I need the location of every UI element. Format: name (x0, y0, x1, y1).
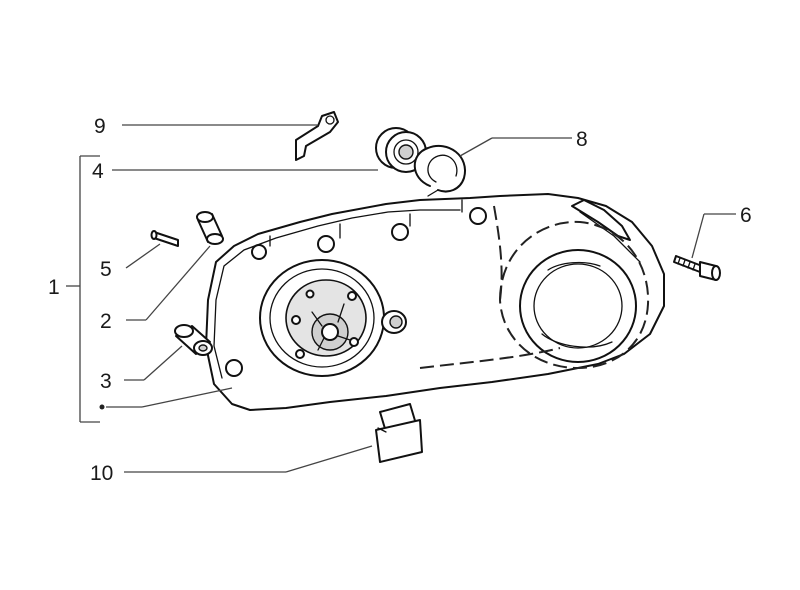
bolt-icon (673, 255, 721, 281)
callout-8: 8 (576, 128, 588, 151)
rubber-block-icon (375, 403, 423, 463)
callout-9: 9 (94, 115, 106, 138)
dowel-pin-icon (150, 230, 179, 247)
leader-lines (66, 124, 736, 473)
callout-6: 6 (740, 204, 752, 227)
callout-3: 3 (100, 370, 112, 393)
bracket-icon (295, 111, 339, 161)
callout-4: 4 (92, 160, 104, 183)
circlip-icon (413, 145, 466, 197)
bushing-icon (196, 211, 224, 245)
callout-1: 1 (48, 276, 60, 299)
transmission-cover-icon (205, 193, 665, 411)
callout-2: 2 (100, 310, 112, 333)
spacer-icon (174, 324, 213, 356)
callout-5: 5 (100, 258, 112, 281)
callout-10: 10 (90, 462, 113, 485)
